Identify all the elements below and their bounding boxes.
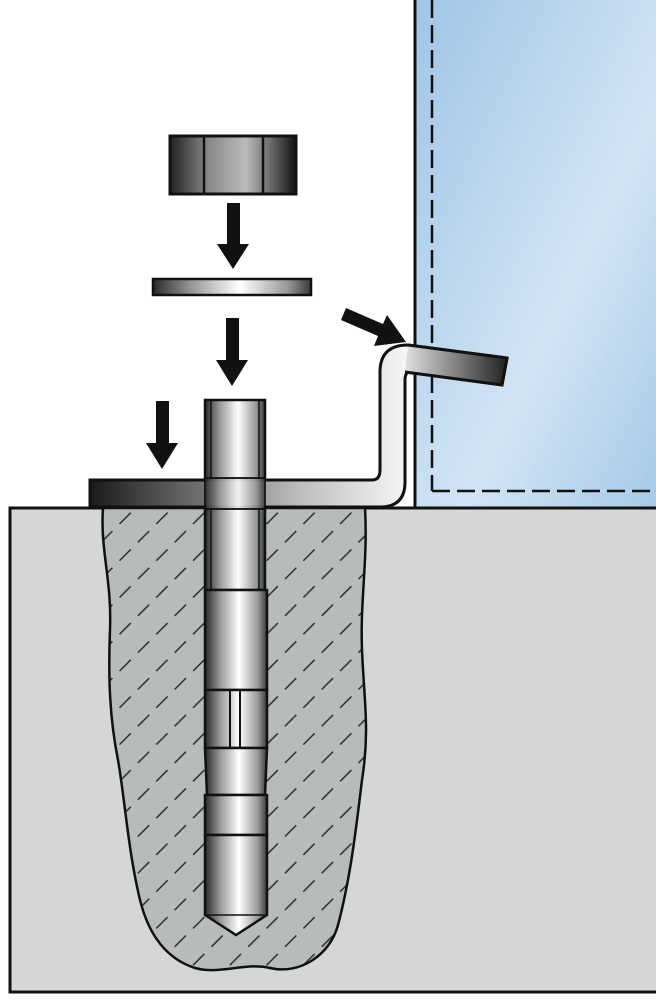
glass-panel [413,0,656,510]
arrow-down-nut-icon [217,203,249,269]
nut [168,134,298,196]
anchor-bolt [203,398,269,937]
arrow-diagonal-panel-icon [341,308,406,346]
washer [151,277,313,297]
base-plate [88,343,509,510]
arrow-down-plate-icon [146,401,178,469]
arrow-down-washer-icon [216,318,248,386]
